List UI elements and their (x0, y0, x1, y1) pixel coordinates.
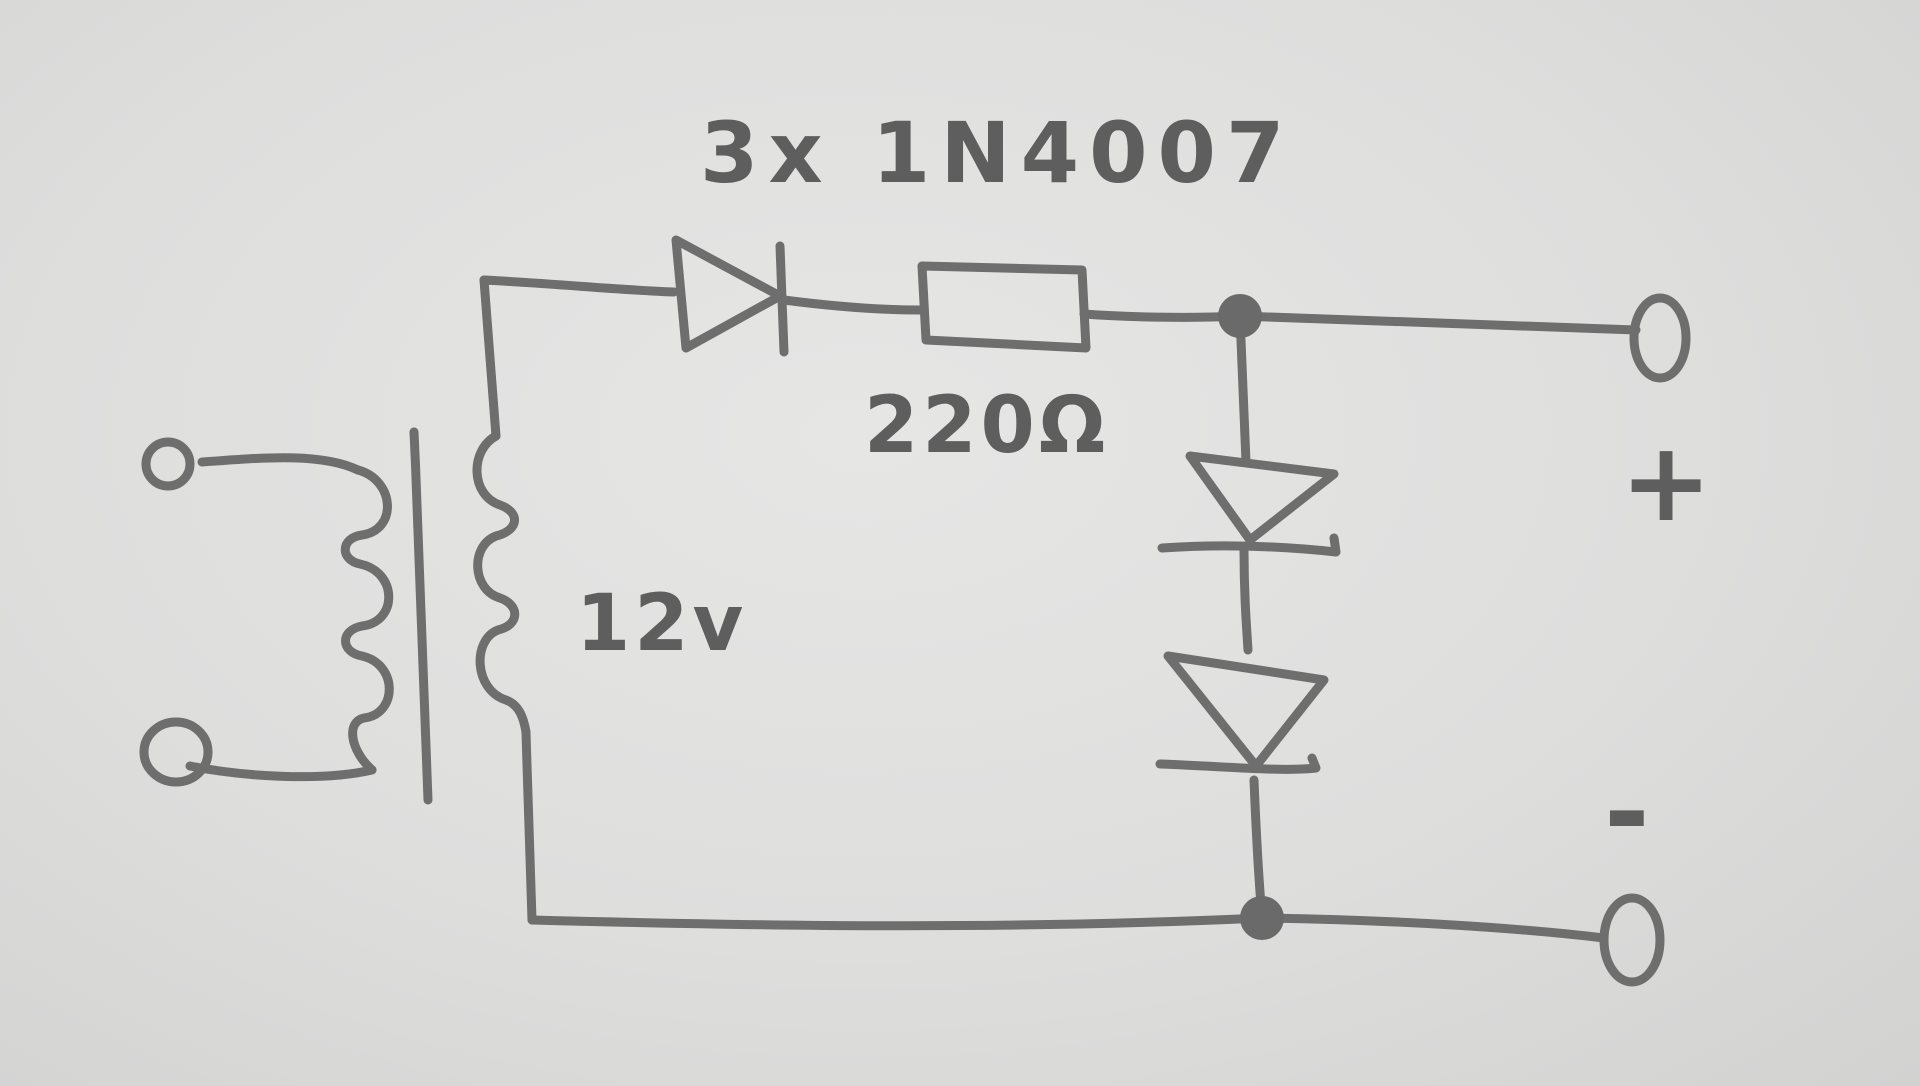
primary-input-terminal-bottom (139, 717, 213, 787)
primary-lead-bottom (185, 761, 377, 782)
output-negative-label: - (1604, 748, 1650, 876)
transformer (139, 427, 531, 805)
zener-diode (1157, 451, 1341, 557)
lower-diode (1155, 651, 1329, 774)
wire-top-to-diode (479, 275, 679, 297)
primary-input-terminal-top (141, 437, 195, 491)
resistor-body (917, 261, 1091, 353)
zener-diode-triangle (1185, 451, 1339, 545)
wire-diode-to-resistor (779, 295, 925, 315)
output-terminal-positive (1629, 293, 1691, 383)
zener-diode-bar (1157, 533, 1341, 557)
series-diode (671, 235, 789, 357)
output-terminal-negative (1599, 893, 1665, 987)
resistor (917, 261, 1091, 353)
series-diode-triangle (671, 235, 785, 353)
wire-between-zeners (1239, 545, 1253, 655)
wire-node-to-positive (1235, 311, 1641, 335)
junction-node-top (1218, 294, 1262, 338)
lower-diode-bar (1155, 753, 1321, 774)
transformer-core (409, 427, 433, 805)
primary-lead-top (197, 453, 363, 475)
secondary-coil (472, 431, 531, 737)
output-positive-label: + (1620, 418, 1712, 546)
series-diode-bar (775, 241, 789, 357)
resistor-value-label: 220Ω (864, 381, 1109, 471)
primary-coil (340, 465, 394, 775)
transformer-voltage-label: 12v (576, 579, 747, 669)
diode-type-label: 3x 1N4007 (700, 104, 1294, 202)
wire-secondary-top-up (479, 275, 501, 441)
wire-resistor-to-node (1079, 309, 1245, 322)
lower-diode-triangle (1163, 651, 1329, 771)
wire-node-to-negative (1257, 913, 1609, 943)
wire-bottom-rail (527, 913, 1267, 931)
wire-secondary-bottom-down (521, 727, 537, 925)
junction-node-bottom (1240, 896, 1284, 940)
